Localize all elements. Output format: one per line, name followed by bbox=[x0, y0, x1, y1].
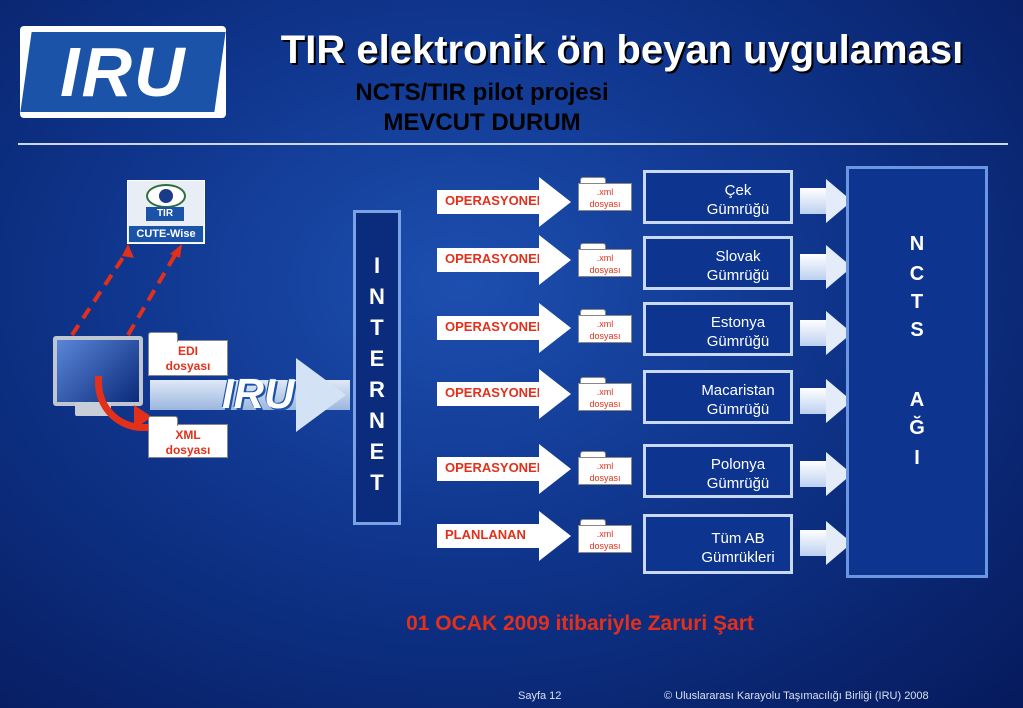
status-arrow: OPERASYONEL bbox=[437, 369, 571, 419]
xml-file-icon: .xml dosyası bbox=[578, 377, 632, 411]
status-label: OPERASYONEL bbox=[445, 460, 545, 475]
status-label: OPERASYONEL bbox=[445, 193, 545, 208]
internet-letter: I bbox=[373, 253, 381, 278]
customs-sublabel: Gümrüğü bbox=[706, 475, 770, 492]
customs-sublabel: Gümrüğü bbox=[706, 401, 770, 418]
file-sublabel: dosyası bbox=[589, 473, 621, 483]
customs-name: Estonya bbox=[710, 314, 766, 331]
file-sublabel: dosyası bbox=[589, 331, 621, 341]
internet-letter: N bbox=[369, 284, 385, 309]
customs-name: Polonya bbox=[710, 456, 766, 473]
curved-arrow-head bbox=[134, 405, 152, 429]
internet-box: I N T E R N E T bbox=[353, 210, 401, 525]
ncts-letter: A bbox=[909, 389, 925, 411]
right-arrow-body bbox=[800, 254, 828, 280]
status-arrow: OPERASYONEL bbox=[437, 444, 571, 494]
status-label: OPERASYONEL bbox=[445, 319, 545, 334]
iru-small-logo: IRU bbox=[222, 370, 294, 417]
xml-file-sublabel: dosyası bbox=[165, 443, 211, 457]
subtitle-line-1: NCTS/TIR pilot projesi bbox=[355, 79, 609, 106]
file-label: .xml bbox=[596, 253, 614, 263]
ncts-letter: C bbox=[909, 263, 925, 285]
file-label: .xml bbox=[596, 529, 614, 539]
customs-sublabel: Gümrüğü bbox=[706, 267, 770, 284]
status-arrow: OPERASYONEL bbox=[437, 177, 571, 227]
edi-file-icon: EDI dosyası bbox=[148, 332, 228, 376]
copyright: © Uluslararası Karayolu Taşımacılığı Bir… bbox=[664, 690, 929, 702]
status-label: OPERASYONEL bbox=[445, 385, 545, 400]
customs-sublabel: Gümrükleri bbox=[701, 549, 775, 566]
ncts-letter: Ğ bbox=[909, 417, 925, 439]
customs-sublabel: Gümrüğü bbox=[706, 333, 770, 350]
xml-file-icon: XML dosyası bbox=[148, 416, 228, 458]
ncts-letter: S bbox=[910, 319, 924, 341]
edi-file-label: EDI bbox=[177, 344, 198, 358]
page-number: Sayfa 12 bbox=[518, 690, 562, 702]
customs-name: Tüm AB bbox=[711, 530, 765, 547]
internet-letter: E bbox=[369, 346, 385, 371]
slide-subtitle: NCTS/TIR pilot projesi MEVCUT DURUM bbox=[232, 78, 732, 138]
header-divider bbox=[18, 143, 1008, 145]
right-arrow-body bbox=[800, 188, 828, 214]
cute-wise-icon: TIR CUTE-Wise bbox=[127, 180, 205, 244]
file-sublabel: dosyası bbox=[589, 541, 621, 551]
file-label: .xml bbox=[596, 319, 614, 329]
right-arrow-body bbox=[800, 320, 828, 346]
dashed-connector-arrows bbox=[70, 244, 182, 337]
internet-letter: N bbox=[369, 408, 385, 433]
xml-file-icon: .xml dosyası bbox=[578, 451, 632, 485]
file-sublabel: dosyası bbox=[589, 199, 621, 209]
xml-file-icon: .xml dosyası bbox=[578, 243, 632, 277]
ncts-letter: T bbox=[910, 291, 924, 313]
slide-title: TIR elektronik ön beyan uygulaması bbox=[280, 28, 964, 72]
to-internet-arrow bbox=[296, 358, 346, 432]
internet-letter: R bbox=[369, 377, 385, 402]
eye-icon bbox=[146, 184, 186, 208]
xml-file-icon: .xml dosyası bbox=[578, 177, 632, 211]
right-arrow-body bbox=[800, 461, 828, 487]
file-label: .xml bbox=[596, 187, 614, 197]
customs-name: Slovak bbox=[715, 248, 761, 265]
status-arrow: PLANLANAN bbox=[437, 511, 571, 561]
status-arrow: OPERASYONEL bbox=[437, 235, 571, 285]
right-arrow-body bbox=[800, 388, 828, 414]
status-arrow: OPERASYONEL bbox=[437, 303, 571, 353]
customs-name: Çek bbox=[724, 182, 752, 199]
xml-file-label: XML bbox=[175, 428, 201, 442]
mandatory-note: 01 OCAK 2009 itibariyle Zaruri Şart bbox=[406, 612, 754, 635]
edi-file-sublabel: dosyası bbox=[165, 359, 211, 373]
ncts-letter: N bbox=[909, 233, 925, 255]
iru-small-text: IRU bbox=[222, 370, 295, 417]
file-label: .xml bbox=[596, 461, 614, 471]
iru-logo: IRU bbox=[20, 26, 226, 118]
file-sublabel: dosyası bbox=[589, 265, 621, 275]
file-sublabel: dosyası bbox=[589, 399, 621, 409]
status-label: PLANLANAN bbox=[445, 527, 526, 542]
customs-box: Tüm AB Gümrükleri bbox=[643, 514, 793, 574]
cute-wise-label: CUTE-Wise bbox=[129, 226, 203, 242]
internet-letter: T bbox=[370, 470, 384, 495]
xml-file-icon: .xml dosyası bbox=[578, 309, 632, 343]
customs-sublabel: Gümrüğü bbox=[706, 201, 770, 218]
customs-name: Macaristan bbox=[701, 382, 775, 399]
logo-text: IRU bbox=[59, 33, 187, 111]
ncts-network-box: N C T S A Ğ I bbox=[846, 166, 988, 578]
internet-letter: T bbox=[370, 315, 384, 340]
status-label: OPERASYONEL bbox=[445, 251, 545, 266]
xml-file-icon: .xml dosyası bbox=[578, 519, 632, 553]
file-label: .xml bbox=[596, 387, 614, 397]
subtitle-line-2: MEVCUT DURUM bbox=[383, 109, 581, 136]
tir-badge: TIR bbox=[146, 207, 184, 221]
ncts-letter: I bbox=[914, 447, 920, 469]
right-arrow-body bbox=[800, 530, 828, 556]
internet-letter: E bbox=[369, 439, 385, 464]
